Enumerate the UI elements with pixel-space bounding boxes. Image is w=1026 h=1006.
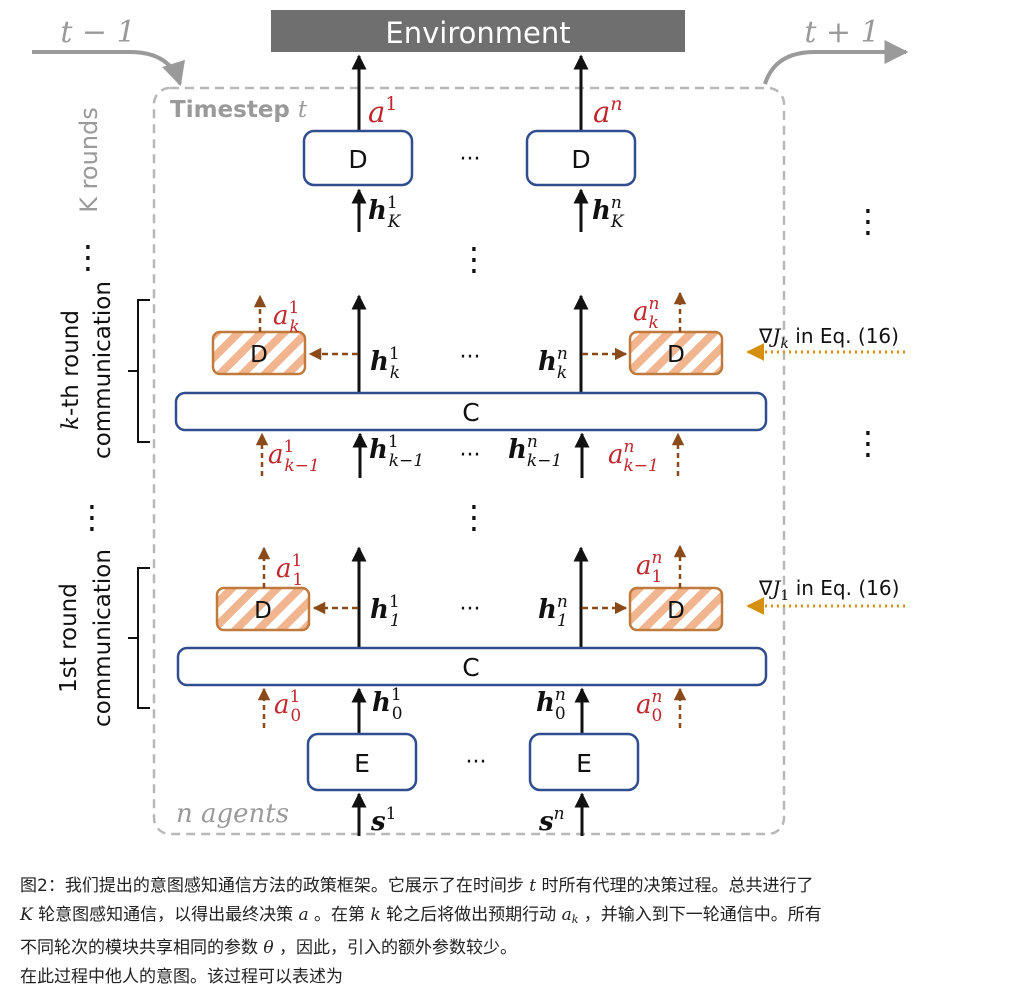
svg-text:D: D xyxy=(571,145,590,174)
comm-module-1: C xyxy=(176,646,768,687)
time-prev: t − 1 xyxy=(32,15,185,87)
ellipsis-top: ··· xyxy=(460,147,481,172)
svg-text:E: E xyxy=(576,749,592,778)
intention-decoder-1-n: D xyxy=(628,586,724,632)
svg-text:∇J1 in Eq. (16): ∇J1 in Eq. (16) xyxy=(758,576,899,604)
ellipsis-kth-lower: ··· xyxy=(460,443,481,468)
svg-text:D: D xyxy=(254,598,272,624)
time-next: t + 1 xyxy=(763,15,909,85)
figure-caption: 图2：我们提出的意图感知通信方法的政策框架。它展示了在时间步 t 时所有代理的决… xyxy=(20,872,1010,992)
comm-module-k: C xyxy=(174,391,768,432)
caption-line-1: 图2：我们提出的意图感知通信方法的政策框架。它展示了在时间步 t 时所有代理的决… xyxy=(20,876,814,896)
vdots-right-top: ⋮ xyxy=(852,202,884,240)
time-prev-label: t − 1 xyxy=(60,15,135,50)
svg-text:D: D xyxy=(667,598,685,624)
timestep-frame xyxy=(152,86,786,836)
svg-text:communication: communication xyxy=(90,549,116,727)
grad-Jk: ∇Jk in Eq. (16) xyxy=(746,324,905,361)
time-next-arrow xyxy=(763,40,909,85)
left-vdots-top: ⋮ xyxy=(72,238,104,276)
svg-text:1st round: 1st round xyxy=(56,583,82,693)
encoder-1: E xyxy=(306,732,418,792)
time-next-label: t + 1 xyxy=(804,15,879,50)
environment-label: Environment xyxy=(385,16,570,50)
caption-line-4: 在此过程中他人的意图。该过程可以表述为 xyxy=(20,967,343,987)
n-agents-label: n agents xyxy=(176,799,289,829)
vdots-right-mid: ⋮ xyxy=(852,424,884,462)
left-vdots-mid: ⋮ xyxy=(76,498,108,536)
state-sn: sn xyxy=(538,804,565,837)
ellipsis-first: ··· xyxy=(460,597,481,622)
k-rounds-label: K rounds xyxy=(75,107,103,213)
intention-decoder-k-n: D xyxy=(628,330,724,376)
intention-decoder-k-1: D xyxy=(211,330,307,376)
vdots-center-top: ⋮ xyxy=(458,240,490,278)
caption-line-3: 不同轮次的模块共享相同的参数 θ ，因此，引入的额外参数较少。 xyxy=(20,938,518,958)
intention-decoder-1-1: D xyxy=(215,586,311,632)
svg-text:D: D xyxy=(348,145,367,174)
svg-text:E: E xyxy=(354,749,370,778)
policy-framework-diagram: Environment t − 1 t + 1 Timestep t K rou… xyxy=(32,10,909,837)
action-a1: a1 xyxy=(368,93,397,129)
svg-text:C: C xyxy=(462,398,479,427)
svg-text:communication: communication xyxy=(90,281,116,459)
kth-round-bracket xyxy=(128,299,150,443)
timestep-label: Timestep t xyxy=(170,97,308,123)
time-prev-arrow xyxy=(32,50,185,87)
svg-text:k-th round: k-th round xyxy=(58,310,84,430)
caption-line-2: K 轮意图感知通信，以得出最终决策 a 。在第 k 轮之后将做出预期行动 ak … xyxy=(20,905,822,926)
decoder-final-1: D xyxy=(302,129,414,187)
decoder-final-n: D xyxy=(525,129,637,187)
action-an: an xyxy=(593,93,623,129)
encoder-n: E xyxy=(528,732,640,792)
environment-box: Environment xyxy=(271,10,685,52)
first-round-bracket xyxy=(128,567,150,709)
vdots-center-mid: ⋮ xyxy=(458,498,490,536)
kth-round-label: k-th round communication xyxy=(58,281,150,459)
grad-J1: ∇J1 in Eq. (16) xyxy=(746,576,905,615)
ellipsis-kth: ··· xyxy=(460,345,481,370)
first-round-label: 1st round communication xyxy=(56,549,150,727)
state-s1: s1 xyxy=(370,804,396,837)
svg-text:D: D xyxy=(667,342,685,368)
svg-text:D: D xyxy=(250,342,268,368)
ellipsis-encoders: ··· xyxy=(466,750,487,775)
svg-text:∇Jk in Eq. (16): ∇Jk in Eq. (16) xyxy=(758,324,899,352)
svg-text:C: C xyxy=(462,653,479,682)
